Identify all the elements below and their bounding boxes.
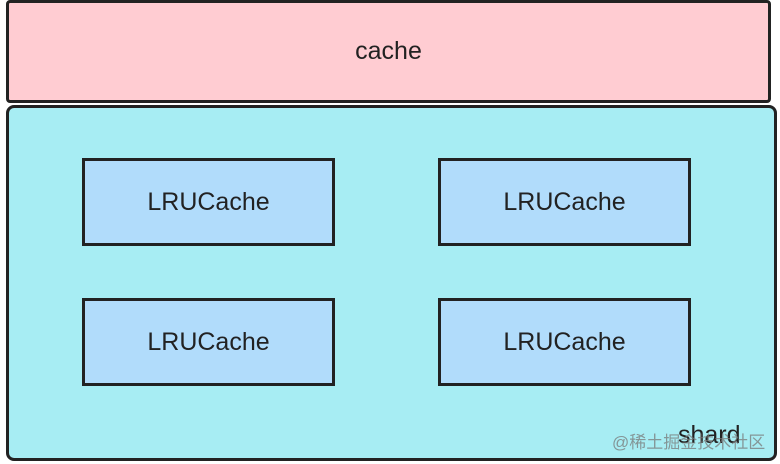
lru-cache-node-1: LRUCache — [82, 158, 335, 246]
lru-cache-node-4: LRUCache — [438, 298, 691, 386]
lru-cache-label-4: LRUCache — [503, 327, 626, 356]
shard-label: shard — [678, 421, 741, 449]
lru-cache-label-2: LRUCache — [503, 187, 626, 216]
lru-cache-node-2: LRUCache — [438, 158, 691, 246]
lru-cache-node-3: LRUCache — [82, 298, 335, 386]
cache-label: cache — [355, 37, 422, 65]
watermark: @稀土掘金技术社区 — [612, 433, 766, 452]
lru-cache-label-3: LRUCache — [147, 327, 270, 356]
lru-cache-label-1: LRUCache — [147, 187, 270, 216]
cache-box: cache — [6, 0, 771, 103]
